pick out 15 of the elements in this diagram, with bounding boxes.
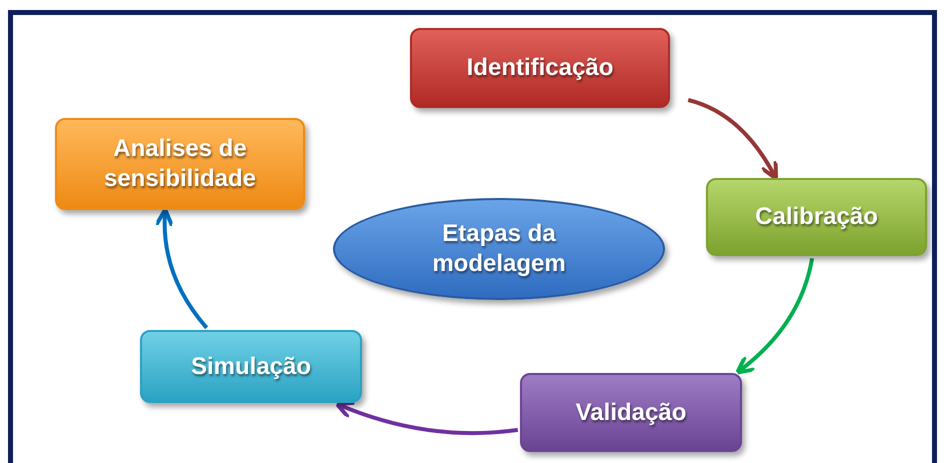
curved-arrow	[735, 258, 814, 375]
process-box	[55, 118, 305, 210]
node-label: Simulação	[190, 352, 312, 382]
process-box	[140, 330, 362, 403]
process-box	[410, 28, 670, 108]
process-box	[706, 178, 927, 256]
node-label: Identificação	[466, 53, 614, 83]
process-box	[520, 373, 742, 452]
node-label: Analises de sensibilidade	[102, 134, 258, 194]
curved-arrow	[688, 98, 778, 180]
node-label: Validação	[576, 398, 686, 428]
curved-arrow	[154, 208, 208, 330]
node-label: Calibração	[755, 202, 878, 232]
node-label: Etapas da modelagem	[431, 219, 567, 279]
curved-arrow	[334, 400, 518, 436]
